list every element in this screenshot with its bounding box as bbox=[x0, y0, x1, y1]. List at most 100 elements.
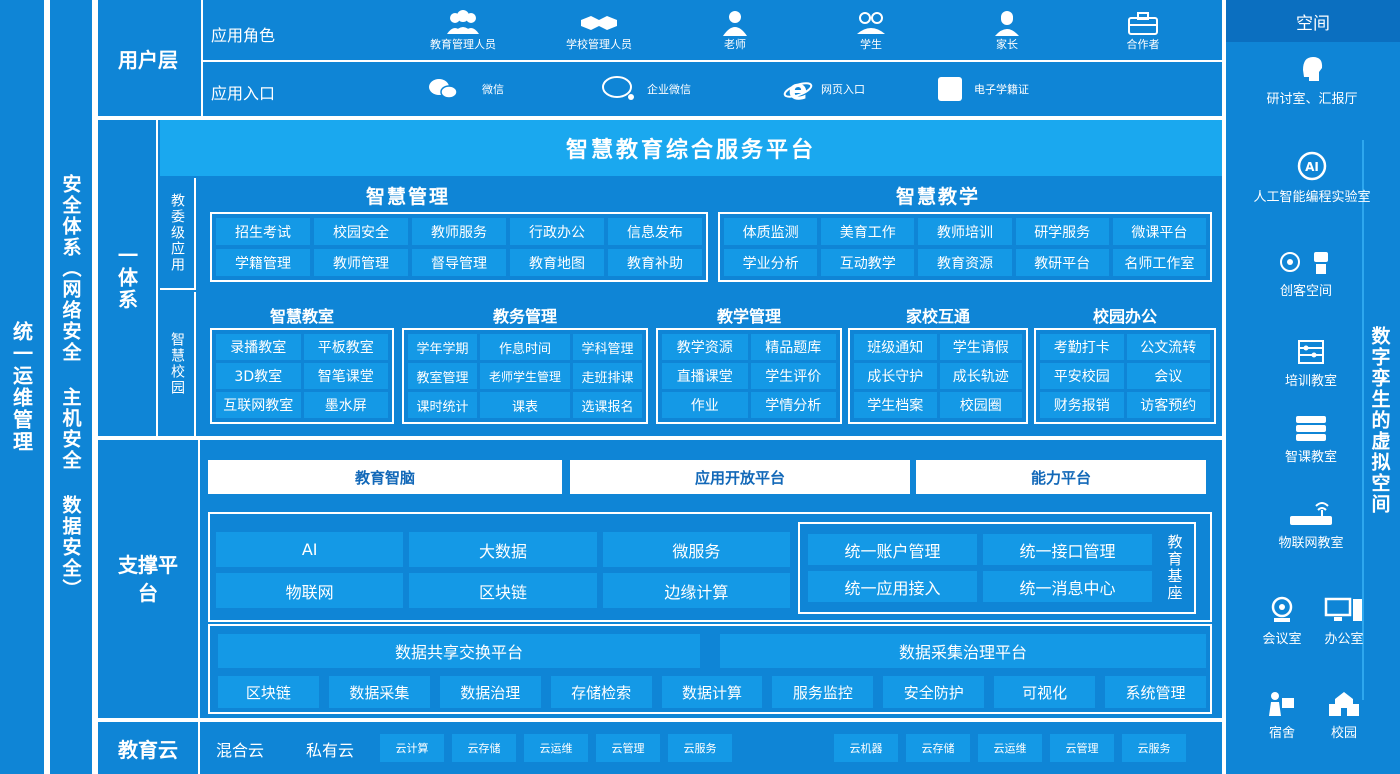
space-iot[interactable]: 物联网教室 bbox=[1256, 500, 1366, 551]
grid-cell[interactable]: 互动教学 bbox=[821, 249, 915, 276]
grid-cell[interactable]: 美育工作 bbox=[821, 218, 915, 245]
grid-cell[interactable]: 校园安全 bbox=[314, 218, 408, 245]
grid-cell[interactable]: 云存储 bbox=[906, 734, 970, 762]
grid-cell[interactable]: 云管理 bbox=[596, 734, 660, 762]
grid-cell[interactable]: 墨水屏 bbox=[303, 392, 388, 418]
grid-cell[interactable]: 教研平台 bbox=[1015, 249, 1109, 276]
grid-cell[interactable]: 走班排课 bbox=[572, 363, 642, 389]
grid-cell[interactable]: 区块链 bbox=[218, 676, 319, 708]
role-school-admin[interactable]: 学校管理人员 bbox=[549, 4, 649, 58]
grid-cell[interactable]: 教育补助 bbox=[608, 249, 702, 276]
grid-cell[interactable]: 统一消息中心 bbox=[983, 571, 1152, 602]
grid-cell[interactable]: 微服务 bbox=[602, 532, 790, 567]
grid-cell[interactable]: 校园圈 bbox=[939, 392, 1022, 418]
grid-cell[interactable]: 数据采集 bbox=[328, 676, 430, 708]
grid-cell[interactable]: 数据治理 bbox=[439, 676, 541, 708]
grid-cell[interactable]: 课时统计 bbox=[408, 392, 478, 418]
grid-cell[interactable]: 教学资源 bbox=[662, 334, 748, 360]
grid-cell[interactable]: 教育地图 bbox=[510, 249, 604, 276]
role-parent[interactable]: 家长 bbox=[957, 4, 1057, 58]
grid-cell[interactable]: 精品题库 bbox=[750, 334, 836, 360]
grid-cell[interactable]: 成长轨迹 bbox=[939, 363, 1022, 389]
entry-wework[interactable]: 企业微信 bbox=[601, 74, 691, 104]
grid-cell[interactable]: 区块链 bbox=[409, 573, 597, 608]
role-student[interactable]: 学生 bbox=[821, 4, 921, 58]
grid-cell[interactable]: 学生评价 bbox=[750, 363, 836, 389]
grid-cell[interactable]: 系统管理 bbox=[1105, 676, 1206, 708]
space-ai-lab[interactable]: AI 人工智能编程实验室 bbox=[1226, 150, 1398, 205]
grid-cell[interactable]: 教育资源 bbox=[918, 249, 1012, 276]
grid-cell[interactable]: 教师培训 bbox=[918, 218, 1012, 245]
grid-cell[interactable]: AI bbox=[216, 532, 404, 567]
entry-web[interactable]: e 网页入口 bbox=[783, 74, 865, 104]
grid-cell[interactable]: 教室管理 bbox=[408, 363, 478, 389]
grid-cell[interactable]: 选课报名 bbox=[572, 392, 642, 418]
grid-cell[interactable]: 大数据 bbox=[409, 532, 597, 567]
grid-cell[interactable]: 课表 bbox=[480, 392, 570, 418]
grid-cell[interactable]: 会议 bbox=[1126, 363, 1210, 389]
grid-cell[interactable]: 信息发布 bbox=[608, 218, 702, 245]
grid-cell[interactable]: 统一账户管理 bbox=[808, 534, 977, 565]
grid-cell[interactable]: 统一应用接入 bbox=[808, 571, 977, 602]
grid-cell[interactable]: 学情分析 bbox=[750, 392, 836, 418]
grid-cell[interactable]: 云机器 bbox=[834, 734, 898, 762]
grid-cell[interactable]: 平板教室 bbox=[303, 334, 388, 360]
grid-cell[interactable]: 研学服务 bbox=[1015, 218, 1109, 245]
space-dorm[interactable]: 宿舍 bbox=[1252, 690, 1312, 741]
grid-cell[interactable]: 作业 bbox=[662, 392, 748, 418]
grid-cell[interactable]: 行政办公 bbox=[510, 218, 604, 245]
open-platform-box[interactable]: 应用开放平台 bbox=[570, 460, 910, 494]
grid-cell[interactable]: 教师管理 bbox=[314, 249, 408, 276]
grid-cell[interactable]: 云管理 bbox=[1050, 734, 1114, 762]
space-meeting[interactable]: 会议室 bbox=[1252, 596, 1312, 647]
grid-cell[interactable]: 学籍管理 bbox=[216, 249, 310, 276]
grid-cell[interactable]: 云服务 bbox=[668, 734, 732, 762]
grid-cell[interactable]: 边缘计算 bbox=[602, 573, 790, 608]
grid-cell[interactable]: 数据计算 bbox=[661, 676, 763, 708]
grid-cell[interactable]: 统一接口管理 bbox=[983, 534, 1152, 565]
entry-wechat[interactable]: 微信 bbox=[428, 74, 504, 104]
space-campus[interactable]: 校园 bbox=[1314, 690, 1374, 741]
edu-brain-box[interactable]: 教育智脑 bbox=[208, 460, 562, 494]
grid-cell[interactable]: 学业分析 bbox=[724, 249, 818, 276]
grid-cell[interactable]: 存储检索 bbox=[550, 676, 652, 708]
grid-cell[interactable]: 招生考试 bbox=[216, 218, 310, 245]
grid-cell[interactable]: 老师学生管理 bbox=[480, 363, 570, 389]
grid-cell[interactable]: 名师工作室 bbox=[1112, 249, 1206, 276]
grid-cell[interactable]: 学生请假 bbox=[939, 334, 1022, 360]
role-edu-admin[interactable]: 教育管理人员 bbox=[413, 4, 513, 58]
grid-cell[interactable]: 学科管理 bbox=[572, 334, 642, 360]
grid-cell[interactable]: 班级通知 bbox=[854, 334, 937, 360]
grid-cell[interactable]: 公文流转 bbox=[1126, 334, 1210, 360]
data-collect-platform[interactable]: 数据采集治理平台 bbox=[720, 634, 1206, 668]
role-teacher[interactable]: 老师 bbox=[685, 4, 785, 58]
grid-cell[interactable]: 服务监控 bbox=[772, 676, 874, 708]
space-office[interactable]: 办公室 bbox=[1314, 596, 1374, 647]
grid-cell[interactable]: 督导管理 bbox=[412, 249, 506, 276]
grid-cell[interactable]: 作息时间 bbox=[480, 334, 570, 360]
grid-cell[interactable]: 微课平台 bbox=[1112, 218, 1206, 245]
grid-cell[interactable]: 互联网教室 bbox=[216, 392, 301, 418]
grid-cell[interactable]: 学生档案 bbox=[854, 392, 937, 418]
space-smart-class[interactable]: 智课教室 bbox=[1256, 414, 1366, 465]
grid-cell[interactable]: 访客预约 bbox=[1126, 392, 1210, 418]
grid-cell[interactable]: 学年学期 bbox=[408, 334, 478, 360]
grid-cell[interactable]: 3D教室 bbox=[216, 363, 301, 389]
grid-cell[interactable]: 物联网 bbox=[216, 573, 404, 608]
data-share-platform[interactable]: 数据共享交换平台 bbox=[218, 634, 700, 668]
grid-cell[interactable]: 云服务 bbox=[1122, 734, 1186, 762]
grid-cell[interactable]: 云运维 bbox=[524, 734, 588, 762]
grid-cell[interactable]: 财务报销 bbox=[1040, 392, 1124, 418]
grid-cell[interactable]: 考勤打卡 bbox=[1040, 334, 1124, 360]
grid-cell[interactable]: 教师服务 bbox=[412, 218, 506, 245]
grid-cell[interactable]: 可视化 bbox=[994, 676, 1096, 708]
grid-cell[interactable]: 云计算 bbox=[380, 734, 444, 762]
entry-student-id[interactable]: 电子学籍证 bbox=[938, 74, 1029, 104]
grid-cell[interactable]: 体质监测 bbox=[724, 218, 818, 245]
capability-box[interactable]: 能力平台 bbox=[916, 460, 1206, 494]
grid-cell[interactable]: 录播教室 bbox=[216, 334, 301, 360]
grid-cell[interactable]: 成长守护 bbox=[854, 363, 937, 389]
grid-cell[interactable]: 智笔课堂 bbox=[303, 363, 388, 389]
space-seminar[interactable]: 研讨室、汇报厅 bbox=[1232, 54, 1392, 107]
space-maker[interactable]: 创客空间 bbox=[1256, 248, 1356, 299]
